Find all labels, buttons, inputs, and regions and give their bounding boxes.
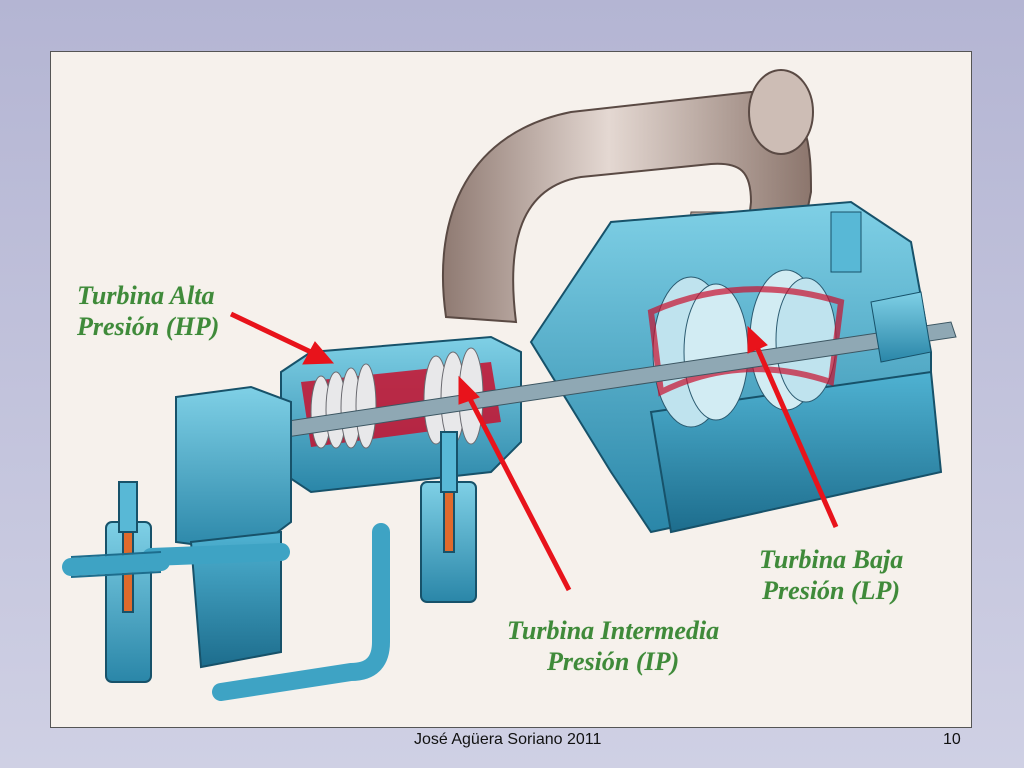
- label-lp-turbine: Turbina Baja Presión (LP): [759, 544, 903, 606]
- label-ip-line2: Presión (IP): [546, 647, 680, 676]
- slide-frame: Turbina Alta Presión (HP) Turbina Interm…: [50, 51, 972, 728]
- label-ip-turbine: Turbina Intermedia Presión (IP): [507, 615, 719, 677]
- label-lp-line2: Presión (LP): [762, 576, 901, 605]
- arrow-icon: [229, 311, 839, 592]
- steam-turbine-illustration: [62, 69, 957, 701]
- label-lp-line1: Turbina Baja: [759, 545, 904, 574]
- footer-author: José Agüera Soriano 2011: [414, 731, 602, 748]
- label-ip-line1: Turbina Intermedia: [507, 616, 720, 645]
- page-number: 10: [943, 731, 961, 748]
- label-hp-turbine: Turbina Alta Presión (HP): [77, 280, 219, 342]
- label-hp-line2: Presión (HP): [77, 312, 220, 341]
- label-hp-line1: Turbina Alta: [77, 281, 215, 310]
